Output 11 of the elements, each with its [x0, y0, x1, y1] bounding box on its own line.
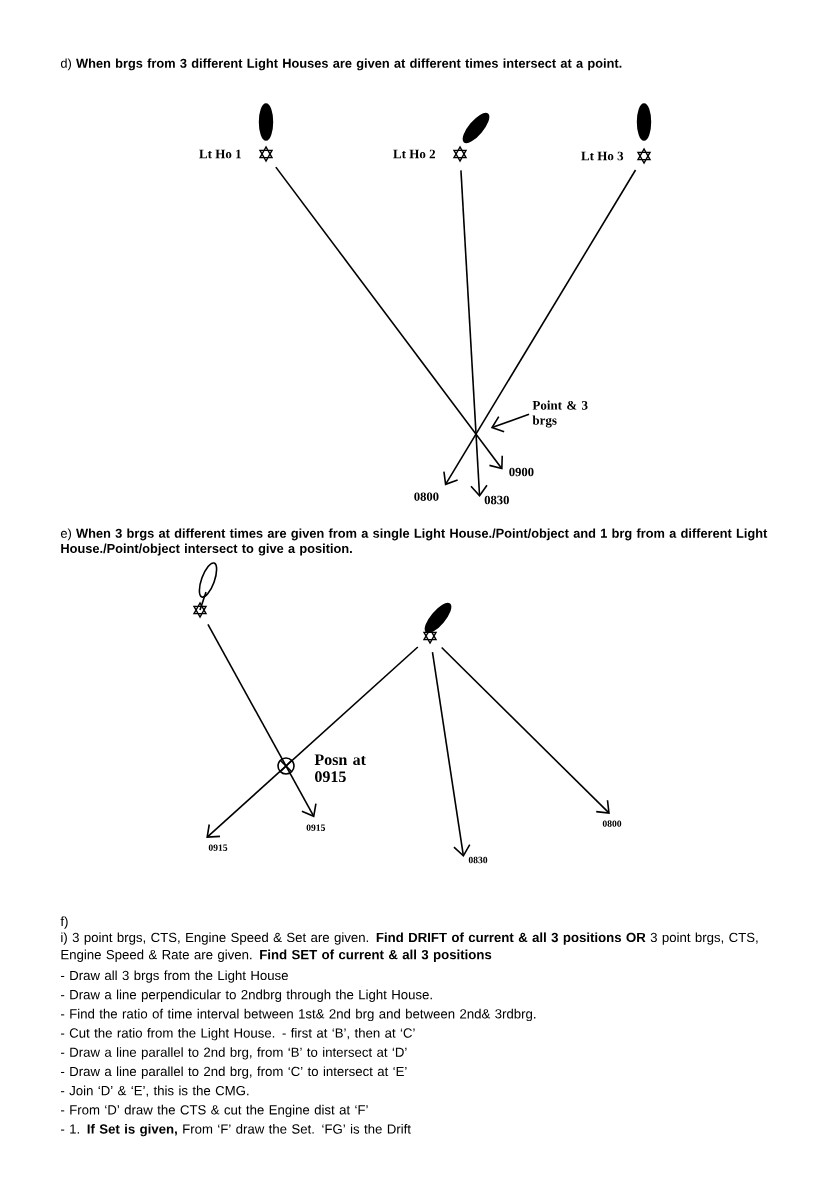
bearing-arrow	[431, 651, 471, 858]
lighthouse-symbol	[422, 602, 452, 644]
bearing-arrow	[275, 166, 504, 470]
bearing-arrow	[460, 169, 488, 497]
bearing-arrow	[207, 623, 317, 818]
position-label: Posn at 0915	[314, 754, 366, 783]
bearing-arrow	[440, 646, 610, 814]
bearing-arrow	[443, 169, 637, 486]
leader-arrow	[490, 413, 530, 433]
lighthouse-symbol	[192, 562, 218, 618]
bearing-arrow	[206, 646, 419, 838]
